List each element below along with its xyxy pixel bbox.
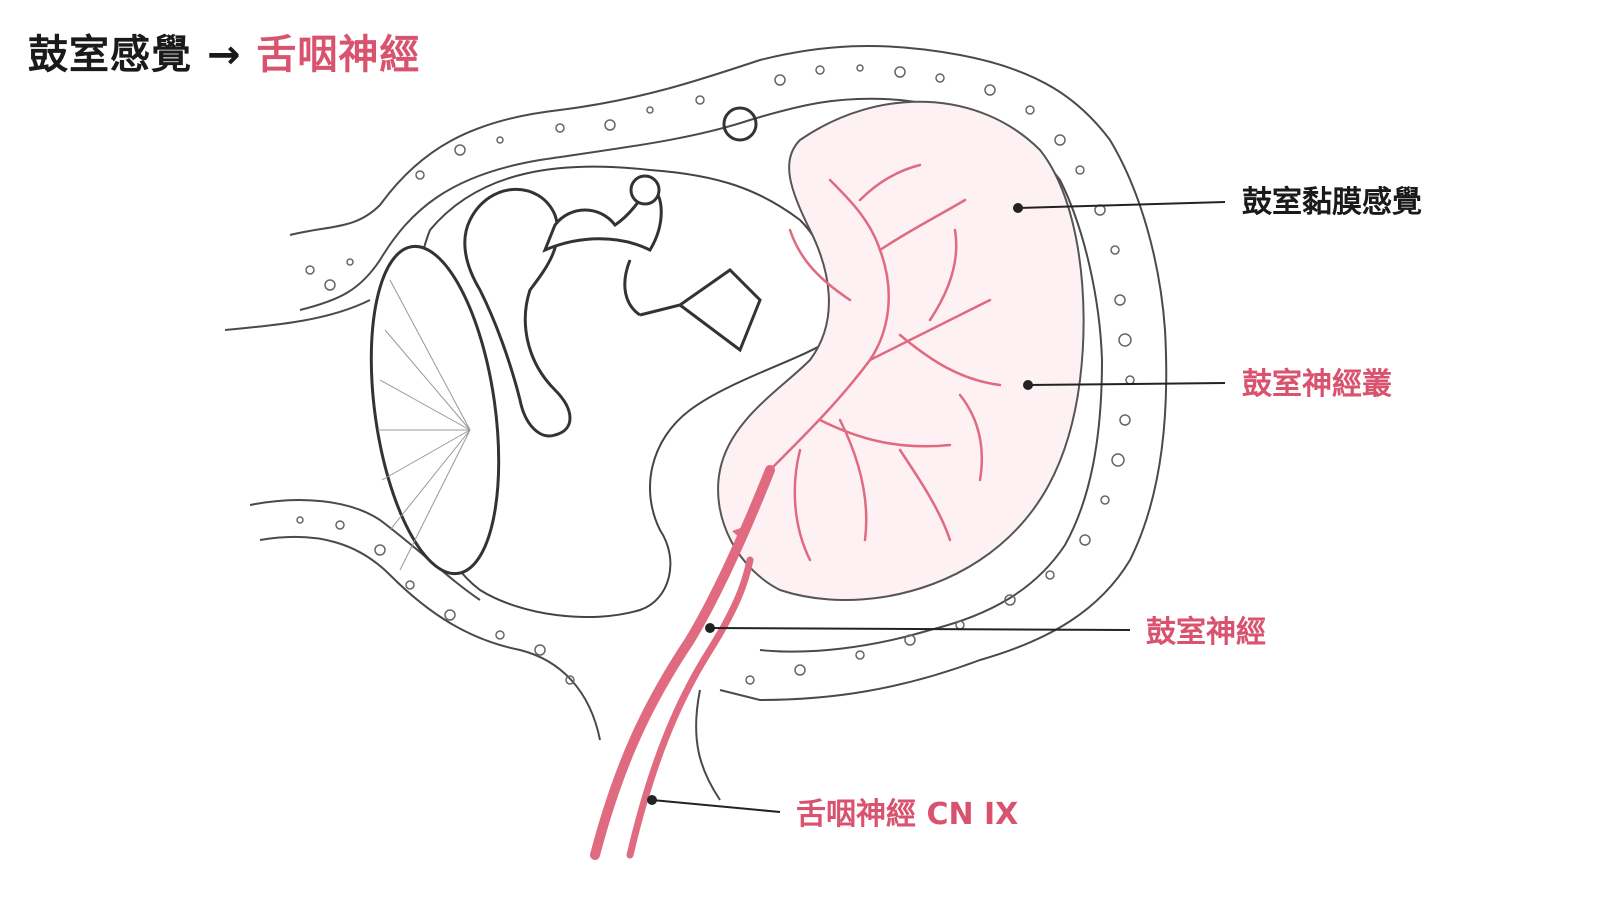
stapes bbox=[639, 268, 762, 353]
leader-dots bbox=[647, 203, 1033, 805]
label-tympanic-nerve: 鼓室神經 bbox=[1146, 615, 1266, 650]
lower-bone-wall-inner bbox=[695, 689, 721, 801]
title-prefix: 鼓室感覺 bbox=[28, 32, 192, 78]
label-glossopharyngeal: 舌咽神經 CN IX bbox=[796, 797, 1018, 832]
upper-bone-wall bbox=[289, 44, 1168, 702]
glossopharyngeal-nerve-2 bbox=[626, 556, 754, 859]
label-mucosa: 鼓室黏膜感覺 bbox=[1242, 185, 1422, 220]
title-highlight: 舌咽神經 bbox=[256, 32, 421, 78]
leader-lines bbox=[651, 201, 1226, 813]
title-arrow: → bbox=[206, 32, 242, 78]
page-title: 鼓室感覺 → 舌咽神經 bbox=[28, 22, 420, 80]
membrane-fibers bbox=[378, 279, 471, 571]
lower-bone-wall bbox=[259, 535, 601, 741]
glossopharyngeal-nerve bbox=[590, 465, 775, 860]
bone-pores bbox=[296, 64, 1135, 685]
ear-canal-lower bbox=[249, 499, 481, 601]
direction-arrow bbox=[732, 525, 748, 542]
label-plexus: 鼓室神經叢 bbox=[1242, 367, 1392, 402]
ear-canal-upper bbox=[224, 299, 371, 331]
small-canal bbox=[722, 106, 758, 142]
mucosa-area bbox=[717, 100, 1085, 601]
tympanic-plexus bbox=[768, 163, 1002, 562]
stapes-head bbox=[629, 174, 661, 206]
